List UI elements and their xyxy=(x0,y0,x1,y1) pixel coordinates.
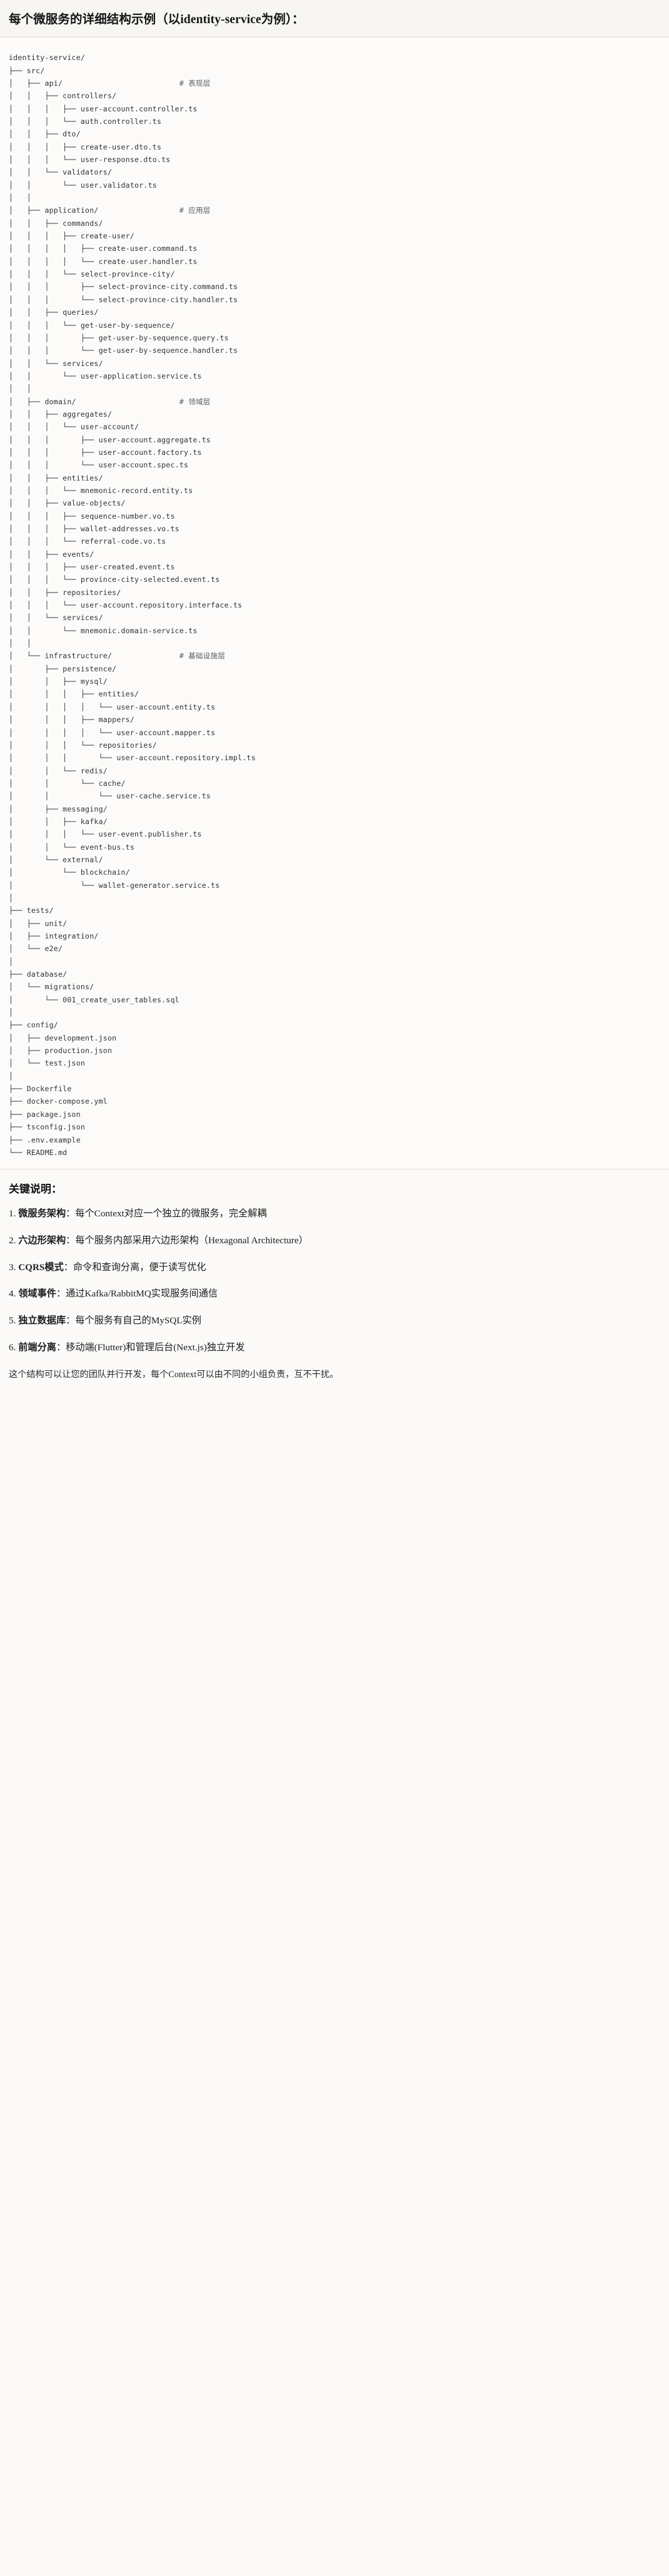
page-title: 每个微服务的详细结构示例（以identity-service为例）： xyxy=(9,13,304,26)
note-index: 2. xyxy=(9,1235,16,1246)
tree-layer-comment: # 表现层 xyxy=(179,78,211,88)
key-notes-section: 关键说明： 1. 微服务架构：每个Context对应一个独立的微服务，完全解耦 … xyxy=(0,1169,669,1396)
list-item: 5. 独立数据库：每个服务有自己的MySQL实例 xyxy=(9,1314,660,1328)
note-term: CQRS模式 xyxy=(18,1261,64,1273)
tree-layer-comment: # 应用层 xyxy=(179,206,211,215)
list-item: 4. 领域事件：通过Kafka/RabbitMQ实现服务间通信 xyxy=(9,1287,660,1301)
tree-layer-comment: # 领域层 xyxy=(179,397,211,406)
note-term: 六边形架构 xyxy=(18,1235,66,1246)
note-separator: ： xyxy=(66,1235,76,1246)
note-description: 每个服务有自己的MySQL实例 xyxy=(75,1315,201,1326)
list-item: 2. 六边形架构：每个服务内部采用六边形架构（Hexagonal Archite… xyxy=(9,1234,660,1248)
note-separator: ： xyxy=(66,1315,76,1326)
note-description: 通过Kafka/RabbitMQ实现服务间通信 xyxy=(66,1288,218,1300)
note-separator: ： xyxy=(56,1341,66,1353)
note-separator: ： xyxy=(66,1208,76,1219)
list-item: 3. CQRS模式：命令和查询分离，便于读写优化 xyxy=(9,1261,660,1275)
note-term: 前端分离 xyxy=(18,1341,56,1353)
note-index: 5. xyxy=(9,1315,16,1326)
document-page: 每个微服务的详细结构示例（以identity-service为例）： ident… xyxy=(0,0,669,1396)
note-index: 1. xyxy=(9,1208,16,1219)
note-term: 独立数据库 xyxy=(18,1315,66,1326)
closing-paragraph: 这个结构可以让您的团队并行开发，每个Context可以由不同的小组负责，互不干扰… xyxy=(9,1369,339,1380)
key-notes-title: 关键说明： xyxy=(9,1183,62,1196)
key-notes-list: 1. 微服务架构：每个Context对应一个独立的微服务，完全解耦 2. 六边形… xyxy=(9,1207,660,1355)
note-index: 4. xyxy=(9,1288,16,1300)
note-term: 领域事件 xyxy=(18,1288,56,1300)
directory-tree: identity-service/ ├── src/ │ ├── api/ # … xyxy=(9,53,256,1157)
note-term: 微服务架构 xyxy=(18,1208,66,1219)
note-description: 每个服务内部采用六边形架构（Hexagonal Architecture） xyxy=(75,1235,308,1246)
note-separator: ： xyxy=(56,1288,66,1300)
list-item: 1. 微服务架构：每个Context对应一个独立的微服务，完全解耦 xyxy=(9,1207,660,1221)
note-separator: ： xyxy=(63,1261,73,1273)
document-header: 每个微服务的详细结构示例（以identity-service为例）： xyxy=(0,0,669,38)
note-description: 每个Context对应一个独立的微服务，完全解耦 xyxy=(75,1208,267,1219)
note-description: 移动端(Flutter)和管理后台(Next.js)独立开发 xyxy=(66,1341,245,1353)
note-index: 6. xyxy=(9,1341,16,1353)
list-item: 6. 前端分离：移动端(Flutter)和管理后台(Next.js)独立开发 xyxy=(9,1341,660,1355)
directory-tree-block: identity-service/ ├── src/ │ ├── api/ # … xyxy=(0,38,669,1169)
tree-layer-comment: # 基础设施层 xyxy=(179,651,226,661)
note-index: 3. xyxy=(9,1261,16,1273)
note-description: 命令和查询分离，便于读写优化 xyxy=(73,1261,206,1273)
